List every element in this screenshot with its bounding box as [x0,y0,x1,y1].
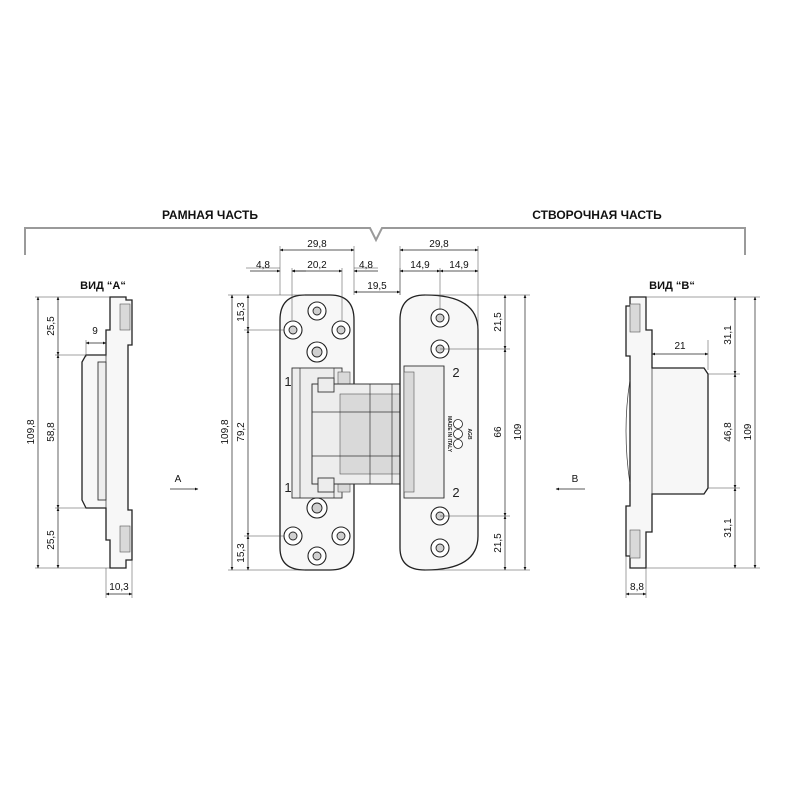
leaf-mark-bottom: 2 [452,485,459,500]
view-a-label: ВИД “A“ [80,280,126,292]
brand-text: AGB [466,428,472,440]
leaf-dim-width: 29,8 [429,239,449,250]
view-b-profile [625,296,709,569]
arm-pin [317,477,335,493]
frame-mark-top: 1 [284,374,291,389]
view-b-dim-bottom: 31,1 [723,518,734,538]
view-b-dim-body: 46,8 [723,422,734,442]
frame-dim-hole-distance: 79,2 [236,422,247,442]
frame-mark-bottom: 1 [284,480,291,495]
frame-dimensions: 29,8 4,8 20,2 4,8 19,5 109,8 79,2 15,3 1… [220,239,401,571]
view-b-dim-thickness: 8,8 [630,582,644,593]
frame-dim-top-offset: 15,3 [236,302,247,322]
brand-logo: AGB MADE IN ITALY [446,416,472,453]
leaf-part-view: 2 2 AGB MADE IN ITALY [399,294,479,571]
view-a-body-pocket [97,361,107,501]
frame-dim-right-offset: 4,8 [359,260,373,271]
made-in-italy-text: MADE IN ITALY [446,416,452,453]
leaf-dim-top-offset: 21,5 [493,312,504,332]
view-b-dim-top: 31,1 [723,325,734,345]
view-a-dim-top: 25,5 [46,316,57,336]
arm-pin [317,377,335,393]
arrow-b: B [555,474,585,491]
leaf-dim-hole-distance: 66 [493,426,504,438]
view-a-dim-depth: 9 [92,326,98,337]
view-a-bottom-flange [119,525,131,553]
header-bracket [24,227,746,255]
frame-part-header: РАМНАЯ ЧАСТЬ [162,208,258,222]
leaf-dim-right-half: 14,9 [449,260,469,271]
view-b-top-flange [629,303,641,333]
leaf-part-header: СТВОРОЧНАЯ ЧАСТЬ [532,208,662,222]
frame-dim-width: 29,8 [307,239,327,250]
view-b-label: ВИД “B“ [649,280,695,292]
view-b-dim-depth: 21 [674,341,686,352]
frame-dim-height: 109,8 [220,419,231,444]
arrow-b-label: B [572,474,579,485]
frame-dim-hole-spacing: 20,2 [307,260,327,271]
view-a-dim-body: 58,8 [46,422,57,442]
view-b-dim-overall: 109 [743,423,754,440]
frame-dim-gap: 19,5 [367,281,387,292]
leaf-dim-bottom-offset: 21,5 [493,533,504,553]
view-a-dim-thickness: 10,3 [109,582,129,593]
arrow-a-label: A [175,474,182,485]
view-b: ВИД “B“ 21 31,1 46,8 31,1 109 8,8 [625,280,760,598]
view-a: ВИД “A“ 109,8 25,5 58,8 25,5 9 10,3 [26,280,133,598]
leaf-dimensions: 29,8 14,9 14,9 21,5 66 21,5 109 [399,239,530,571]
frame-dim-left-offset: 4,8 [256,260,270,271]
view-a-top-flange [119,303,131,331]
leaf-dim-height: 109 [513,423,524,440]
view-b-bottom-flange [629,529,641,559]
arrow-a: A [170,474,199,491]
view-a-dim-overall: 109,8 [26,419,37,444]
leaf-mark-top: 2 [452,365,459,380]
leaf-dim-left-half: 14,9 [410,260,430,271]
view-a-dim-bottom: 25,5 [46,530,57,550]
section-headers: РАМНАЯ ЧАСТЬ СТВОРОЧНАЯ ЧАСТЬ [24,208,746,255]
frame-dim-bottom-offset: 15,3 [236,543,247,563]
